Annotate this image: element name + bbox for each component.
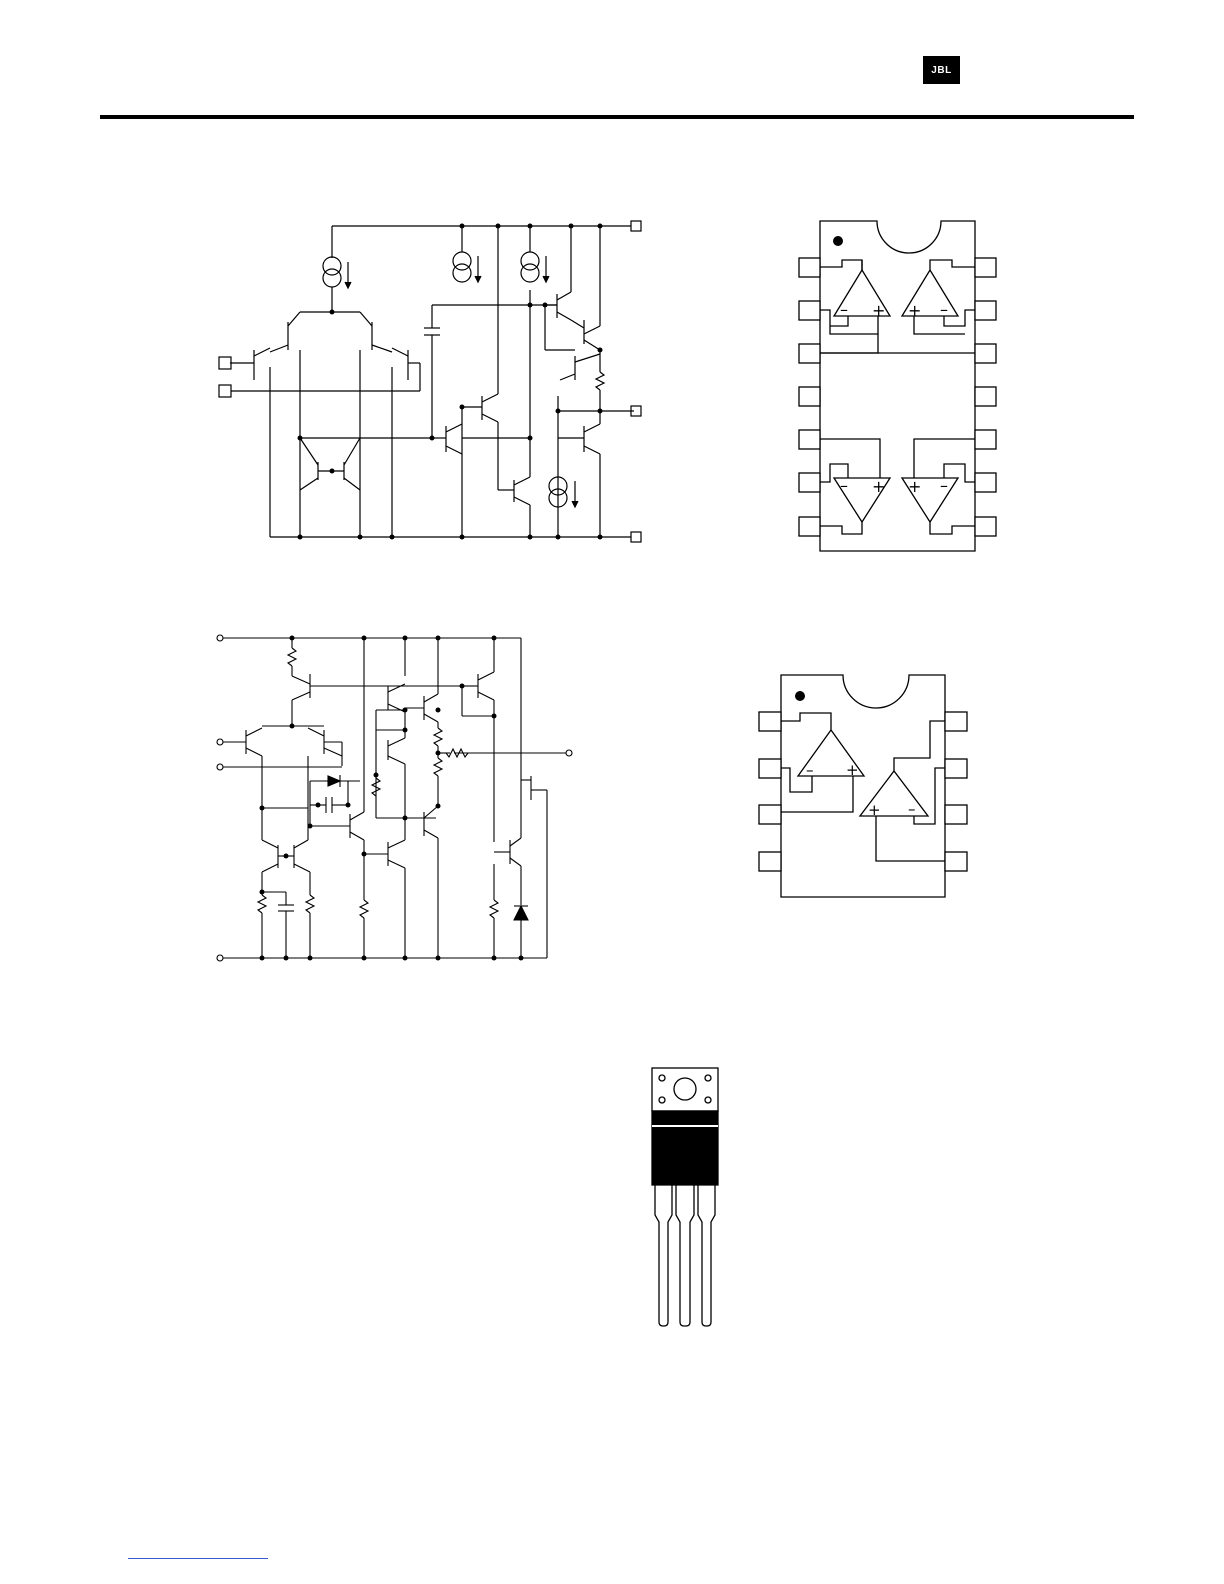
header-rule bbox=[100, 115, 1134, 119]
svg-text:–: – bbox=[840, 300, 848, 319]
footer-link-underline[interactable] bbox=[128, 1558, 268, 1559]
dual-opamp-pinout: –+ +– bbox=[750, 665, 975, 905]
svg-text:+: + bbox=[908, 301, 921, 320]
brand-logo: JBL bbox=[923, 56, 960, 84]
quad-opamp-pinout: –+ +– –+ +– bbox=[790, 212, 1000, 562]
svg-text:–: – bbox=[940, 476, 948, 495]
svg-text:+: + bbox=[868, 801, 881, 819]
quad-opamp-schematic bbox=[210, 215, 650, 555]
svg-text:+: + bbox=[846, 761, 859, 779]
to220-package bbox=[640, 1058, 730, 1338]
svg-text:+: + bbox=[908, 477, 921, 496]
svg-text:+: + bbox=[872, 477, 885, 496]
svg-text:–: – bbox=[840, 476, 848, 495]
svg-text:–: – bbox=[908, 800, 916, 818]
single-opamp-schematic bbox=[210, 628, 580, 968]
svg-text:+: + bbox=[872, 301, 885, 320]
